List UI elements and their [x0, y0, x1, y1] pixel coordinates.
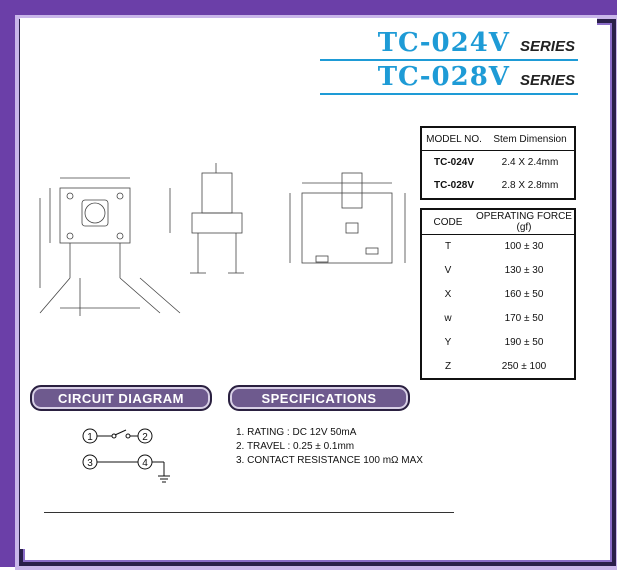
datasheet: TC-024V SERIES TC-028V SERIES [20, 18, 597, 549]
title-series: SERIES [519, 38, 575, 55]
code-cell: T [444, 241, 452, 253]
force-cell: 160 ± 50 [504, 289, 544, 300]
terminal-4: 4 [142, 458, 148, 469]
specifications-list: 1. RATING : DC 12V 50mA 2. TRAVEL : 0.25… [236, 426, 423, 468]
dimension-cell: 2.8 X 2.8mm [501, 180, 559, 191]
title-rule-2 [320, 93, 578, 95]
column-header: CODE [422, 210, 474, 235]
table-row: T 100 ± 30 [422, 235, 574, 259]
table-row: w 170 ± 50 [422, 307, 574, 331]
spec-item: 3. CONTACT RESISTANCE 100 mΩ MAX [236, 455, 423, 466]
title-tc-024v: TC-024V SERIES [378, 28, 575, 58]
specifications-heading: SPECIFICATIONS [228, 385, 410, 411]
circuit-diagram: 1 2 3 4 [82, 428, 170, 483]
force-cell: 100 ± 30 [504, 241, 544, 253]
title-tc-028v: TC-028V SERIES [378, 62, 575, 92]
code-cell: w [444, 313, 452, 324]
table-header-row: CODE OPERATING FORCE (gf) [422, 210, 574, 235]
title-model: TC-028V [377, 62, 510, 92]
force-table: CODE OPERATING FORCE (gf) T 100 ± 30 V 130… [422, 210, 574, 379]
dimension-drawing [39, 163, 406, 316]
model-cell: TC-024V [433, 157, 474, 169]
spec-item: 1. RATING : DC 12V 50mA [236, 427, 357, 438]
column-header: Stem Dimension [486, 128, 574, 151]
column-header: MODEL NO. [422, 128, 486, 151]
force-cell: 170 ± 50 [504, 313, 544, 324]
table-header-row: MODEL NO. Stem Dimension [422, 128, 574, 151]
force-cell: 130 ± 30 [504, 265, 544, 276]
spec-item: 2. TRAVEL : 0.25 ± 0.1mm [236, 441, 355, 452]
footer-rule [44, 512, 454, 513]
model-cell: TC-028V [433, 180, 474, 191]
table-row: Y 190 ± 50 [422, 331, 574, 355]
code-cell: Z [444, 361, 452, 372]
table-row: Z 250 ± 100 [422, 355, 574, 379]
title-rule-1 [320, 59, 578, 61]
table-row: V 130 ± 30 [422, 259, 574, 283]
force-cell: 250 ± 100 [501, 361, 547, 372]
title-series: SERIES [519, 72, 575, 89]
force-cell: 190 ± 50 [504, 337, 544, 348]
code-cell: X [444, 289, 452, 300]
circuit-diagram-heading: CIRCUIT DIAGRAM [30, 385, 212, 411]
terminal-1: 1 [87, 432, 93, 443]
table-row: X 160 ± 50 [422, 283, 574, 307]
table-row: TC-028V 2.8 X 2.8mm [422, 175, 574, 197]
column-header: OPERATING FORCE (gf) [474, 210, 574, 235]
terminal-2: 2 [142, 432, 148, 443]
terminal-3: 3 [87, 458, 93, 469]
force-table-box [420, 208, 576, 380]
title-model: TC-024V [377, 28, 510, 58]
code-cell: V [444, 265, 452, 276]
model-table-box [420, 126, 576, 200]
code-cell: Y [444, 337, 452, 348]
table-row: TC-024V 2.4 X 2.4mm [422, 151, 574, 175]
dimension-cell: 2.4 X 2.4mm [501, 157, 559, 169]
model-table: MODEL NO. Stem Dimension TC-024V 2.4 X 2… [422, 128, 574, 197]
